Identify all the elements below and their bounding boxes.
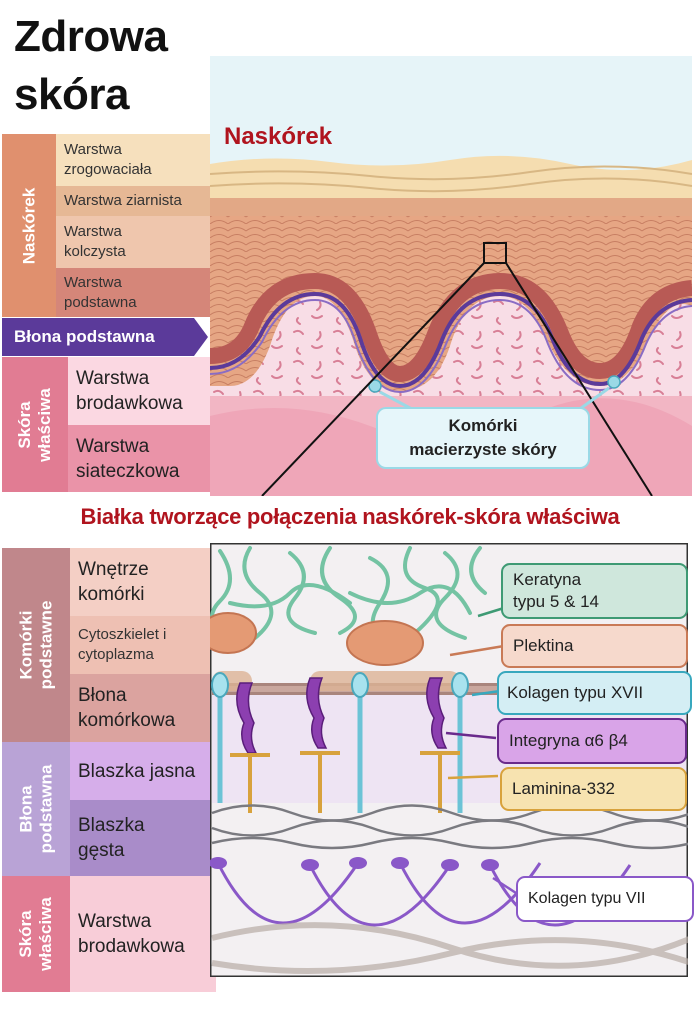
layer-reticular-dermis: Warstwa siateczkowa — [68, 425, 216, 492]
row-papillary-dermis-bottom: Warstwa brodawkowa — [70, 876, 216, 992]
layer-stratum-basale: Warstwa podstawna — [56, 268, 216, 317]
group-label-dermis: Skóra właściwa — [2, 357, 68, 492]
label-plectin: Plektina — [501, 624, 688, 668]
label-keratin: Keratyna typu 5 & 14 — [501, 563, 688, 619]
skin-cross-section-illustration — [210, 56, 692, 496]
label-laminin: Laminina-332 — [500, 767, 687, 811]
row-lamina-lucida: Blaszka jasna — [70, 742, 216, 800]
row-lamina-densa: Blaszka gęsta — [70, 800, 216, 876]
layer-stratum-granulosum: Warstwa ziarnista — [56, 186, 216, 216]
row-cell-interior: Wnętrze komórki — [70, 548, 216, 616]
layer-stratum-spinosum: Warstwa kolczysta — [56, 216, 216, 268]
group-label-epidermis: Naskórek — [2, 134, 56, 317]
epidermis-label: Naskórek — [224, 123, 333, 150]
label-collagen-xvii: Kolagen typu XVII — [497, 671, 692, 715]
label-collagen-vii: Kolagen typu VII — [516, 876, 694, 922]
title-line-1: Zdrowa — [14, 12, 168, 61]
group-label-basal-cells: Komórki podstawne — [2, 548, 70, 742]
group-label-basement-membrane: Błona podstawna — [2, 742, 70, 876]
row-cytoskeleton: Cytoszkielet i cytoplazma — [70, 616, 216, 674]
group-label-dermis-bottom: Skóra właściwa — [2, 876, 70, 992]
layer-papillary-dermis: Warstwa brodawkowa — [68, 357, 216, 425]
section-title: Białka tworzące połączenia naskórek-skór… — [80, 504, 620, 529]
row-cell-membrane: Błona komórkowa — [70, 674, 216, 742]
page-title: Zdrowa skóra — [14, 8, 168, 124]
title-line-2: skóra — [14, 70, 129, 119]
label-integrin: Integryna α6 β4 — [497, 718, 687, 764]
layer-stratum-corneum: Warstwa zrogowaciała — [56, 134, 216, 186]
basement-membrane-label: Błona podstawna — [2, 318, 208, 356]
stem-cells-label: Komórki macierzyste skóry — [376, 407, 590, 469]
